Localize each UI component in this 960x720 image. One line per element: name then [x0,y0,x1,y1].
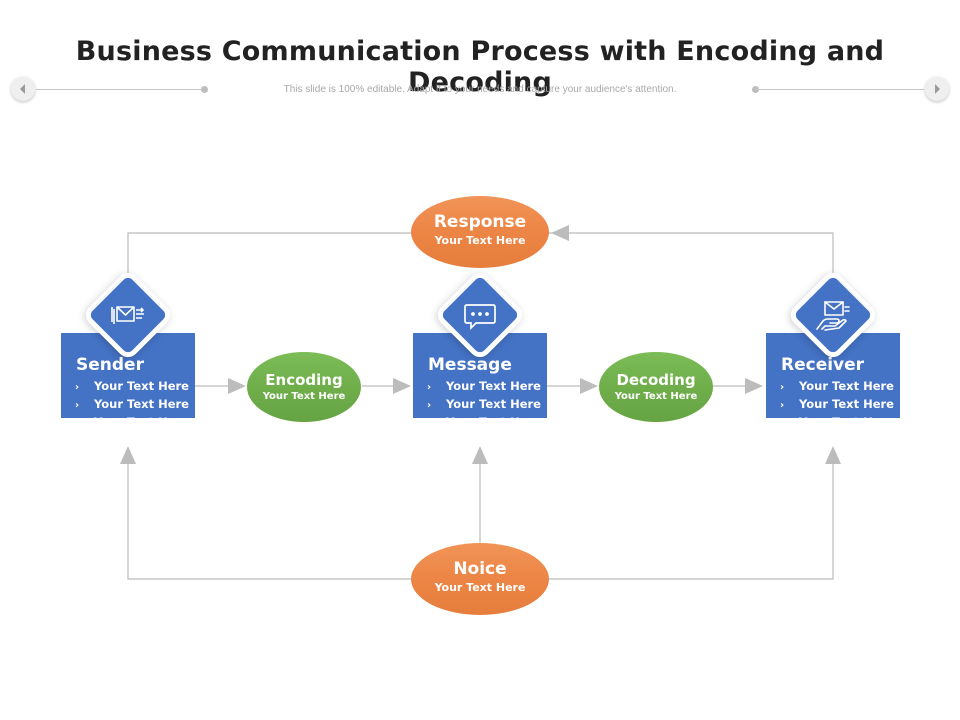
message-list: › Your Text Here › Your Text Here › Your Te… [427,378,541,432]
encoding-node: Encoding Your Text Here [247,352,361,422]
bullet-icon: › [75,418,80,429]
arrowhead-receiver [745,378,763,394]
decoding-title: Decoding [616,371,696,389]
nav-dot-left [201,86,208,93]
chat-bubble-icon [464,304,496,331]
bullet-icon: › [427,400,432,411]
list-item: › Your Text Here [427,378,541,396]
list-item-text: Your Text Here [94,379,189,393]
connector-noise-sender [127,462,412,580]
arrowhead-receiver-up [825,446,841,464]
arrowhead-message [393,378,411,394]
response-title: Response [433,212,527,232]
nav-line-right [756,89,924,90]
nav-dot-right [752,86,759,93]
arrowhead-message-up [472,446,488,464]
connector-receiver-response [548,232,834,280]
arrowhead-response [551,225,569,241]
noise-title: Noice [453,559,507,579]
hand-envelope-icon [816,301,850,331]
list-item: › Your Text Here [427,396,541,414]
bullet-icon: › [780,382,785,393]
noise-node: Noice Your Text Here [411,543,549,615]
response-text: Your Text Here [434,234,526,247]
nav-line-left [36,89,204,90]
bullet-icon: › [427,418,432,429]
decoding-text: Your Text Here [614,391,698,402]
decoding-node: Decoding Your Text Here [599,352,713,422]
receiver-title: Receiver [781,355,865,375]
sender-box: Sender › Your Text Here › Your Text Here ›… [61,333,195,418]
sender-title: Sender [76,355,144,375]
encoding-title: Encoding [265,371,343,389]
list-item-text: Your Text Here [446,397,541,411]
chevron-left-icon [20,84,25,94]
bullet-icon: › [75,382,80,393]
receiver-list: › Your Text Here › Your Text Here › Your Te… [780,378,894,432]
chevron-right-icon [935,84,940,94]
connector-sender-response [127,232,412,280]
arrowhead-sender-up [120,446,136,464]
list-item-text: Your Text Here [799,379,894,393]
arrowhead-encoding [228,378,246,394]
slide-title: Business Communication Process with Enco… [75,36,885,98]
next-slide-button[interactable] [925,77,949,101]
slide-subtitle: This slide is 100% editable. Adapt it to… [283,84,677,95]
bullet-icon: › [427,382,432,393]
sender-list: › Your Text Here › Your Text Here › Your Te… [75,378,189,432]
connector-noise-receiver [548,462,834,580]
encoding-text: Your Text Here [262,391,346,402]
list-item: › Your Text Here [75,378,189,396]
list-item: › Your Text Here [780,396,894,414]
response-node: Response Your Text Here [411,196,549,268]
noise-text: Your Text Here [434,581,526,594]
bullet-icon: › [780,418,785,429]
email-send-icon [111,306,144,324]
list-item-text: Your Text Here [799,397,894,411]
message-title: Message [428,355,512,375]
list-item: › Your Text Here [780,378,894,396]
bullet-icon: › [75,400,80,411]
arrowhead-decoding [580,378,598,394]
list-item-text: Your Text Here [94,397,189,411]
list-item: › Your Text Here [75,396,189,414]
bullet-icon: › [780,400,785,411]
list-item-text: Your Text Here [446,379,541,393]
prev-slide-button[interactable] [11,77,35,101]
